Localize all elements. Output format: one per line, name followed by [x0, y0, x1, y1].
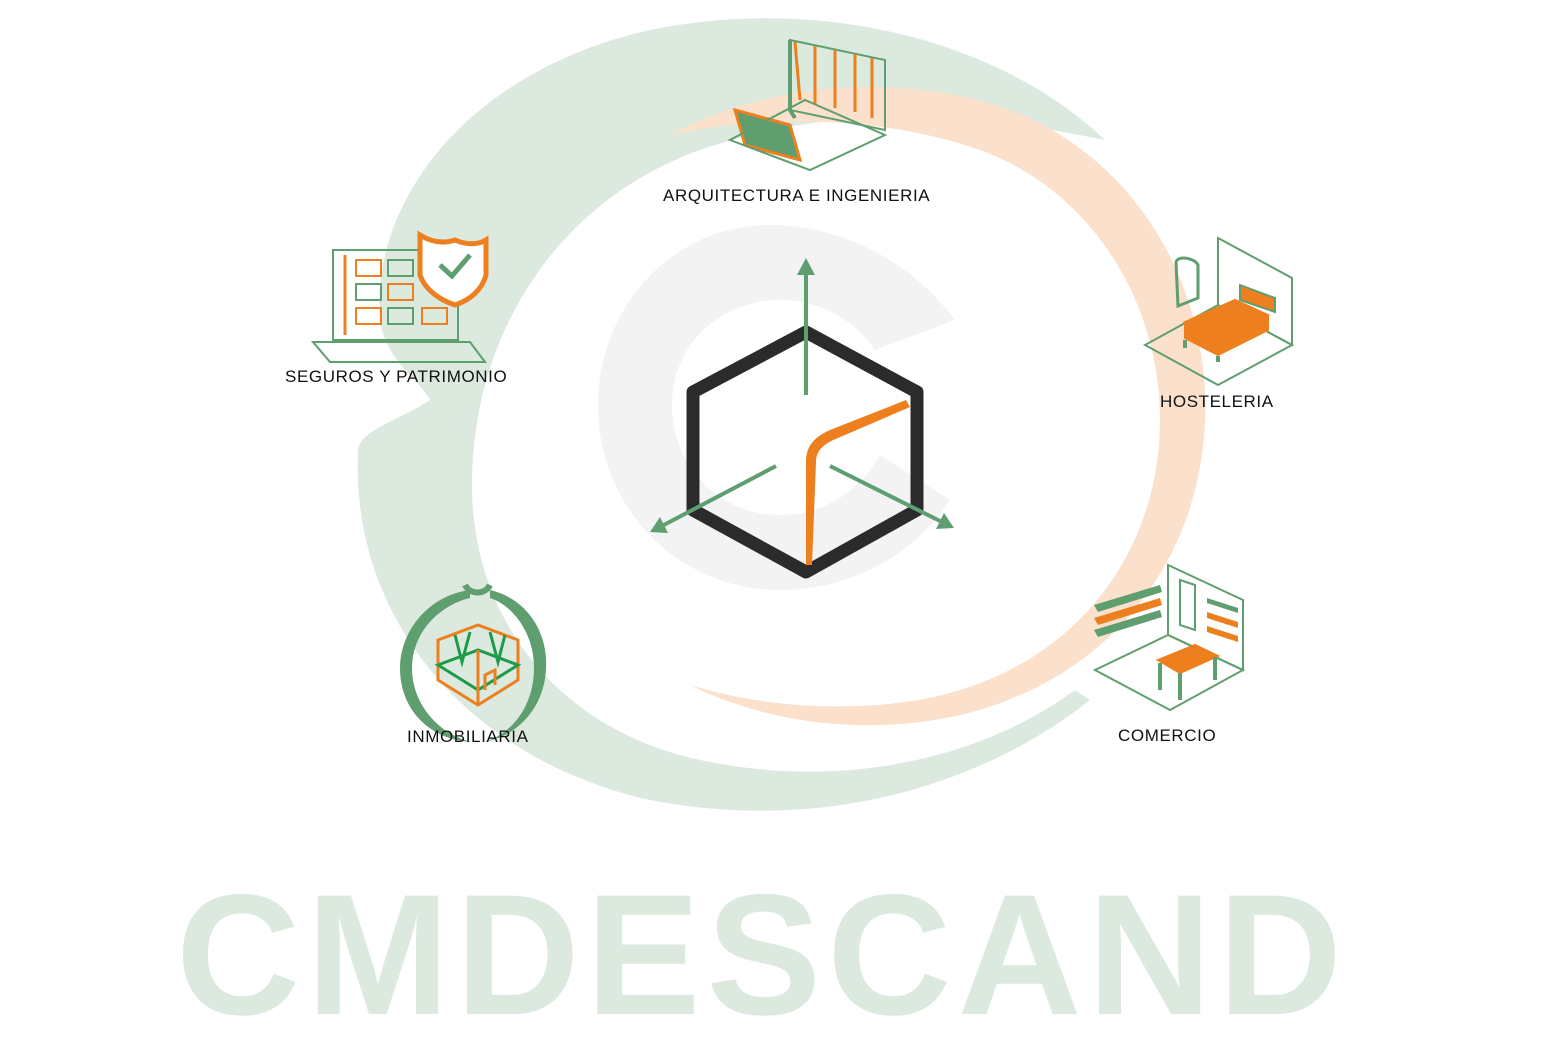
sector-label-comercio: COMERCIO [1118, 726, 1217, 745]
retail-shop-icon [1092, 563, 1246, 712]
sector-label-arquitectura: ARQUITECTURA E INGENIERIA [663, 186, 931, 205]
hotel-bedroom-icon [1142, 236, 1295, 387]
sector-label-seguros: SEGUROS Y PATRIMONIO [285, 367, 508, 386]
insurance-building-shield-icon [310, 230, 489, 363]
green-ring-decoration [357, 18, 1105, 811]
diagram-graphics [310, 18, 1295, 811]
sector-label-hosteleria: HOSTELERIA [1160, 392, 1274, 411]
3d-cube-axes-icon [650, 258, 954, 579]
real-estate-house-icon [400, 583, 547, 742]
sectors-diagram: ARQUITECTURA E INGENIERIA SEGUROS Y PATR… [176, 18, 1342, 1041]
brand-wordmark: CMDESCAND [176, 859, 1348, 1051]
orange-ring-decoration [670, 87, 1206, 726]
sector-label-inmobiliaria: INMOBILIARIA [407, 727, 529, 746]
building-facade-icon [727, 38, 888, 172]
